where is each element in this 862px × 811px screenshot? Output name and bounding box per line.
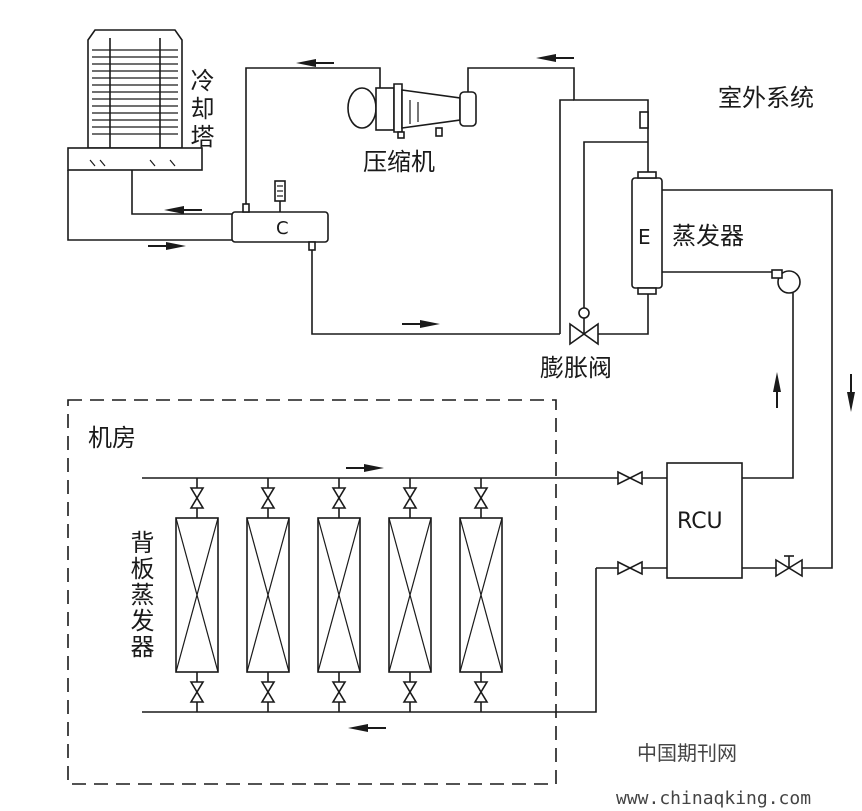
return-valve — [331, 681, 347, 703]
supply-valve — [189, 487, 205, 509]
arrow-up — [773, 372, 781, 408]
rcu-label: RCU — [677, 509, 723, 534]
arrow-right — [402, 320, 440, 328]
rcu-supply-valve — [617, 470, 643, 486]
flow-arrows — [148, 54, 855, 732]
return-valve — [189, 681, 205, 703]
backplane-evaporator-label: 背板蒸发器 — [126, 530, 154, 660]
backplane-evaporator-unit — [175, 478, 219, 712]
return-valve — [402, 681, 418, 703]
return-valve — [260, 681, 276, 703]
supply-valve — [260, 487, 276, 509]
expansion-valve-label: 膨胀阀 — [540, 354, 612, 382]
backplane-evaporator-unit — [246, 478, 290, 712]
cooling-tower-label: 冷却塔 — [186, 68, 214, 152]
pump — [771, 269, 801, 294]
backplane-evaporator-unit — [388, 478, 432, 712]
return-valve — [473, 681, 489, 703]
evaporator: E — [631, 171, 663, 295]
arrow-left — [296, 59, 334, 67]
compressor-label: 压缩机 — [363, 148, 435, 176]
expansion-valve — [569, 318, 599, 346]
condenser-letter: C — [276, 218, 289, 239]
rcu: RCU — [666, 462, 743, 579]
condenser: C — [231, 180, 329, 251]
supply-valve — [473, 487, 489, 509]
cooling-tower — [67, 29, 203, 171]
arrow-left — [164, 206, 202, 214]
arrow-left — [348, 724, 386, 732]
compressor — [347, 83, 477, 139]
backplane-evaporator-unit — [459, 478, 503, 712]
backplane-evaporator-unit — [317, 478, 361, 712]
arrow-right — [346, 464, 384, 472]
machine-room-boundary — [67, 399, 557, 785]
outdoor-system-label: 室外系统 — [718, 84, 814, 112]
watermark-url: www.chinaqking.com — [616, 788, 811, 809]
evaporator-letter: E — [638, 225, 651, 249]
arrow-down — [847, 374, 855, 412]
supply-valve — [402, 487, 418, 509]
machine-room-label: 机房 — [88, 424, 136, 452]
watermark-cn: 中国期刊网 — [637, 741, 737, 765]
supply-valve — [331, 487, 347, 509]
arrow-right — [148, 242, 186, 250]
rcu-inlet-valve — [617, 560, 643, 576]
arrow-left — [536, 54, 574, 62]
rcu-return-valve — [775, 555, 803, 578]
evaporator-label: 蒸发器 — [672, 222, 744, 250]
backplane-units — [175, 478, 503, 712]
